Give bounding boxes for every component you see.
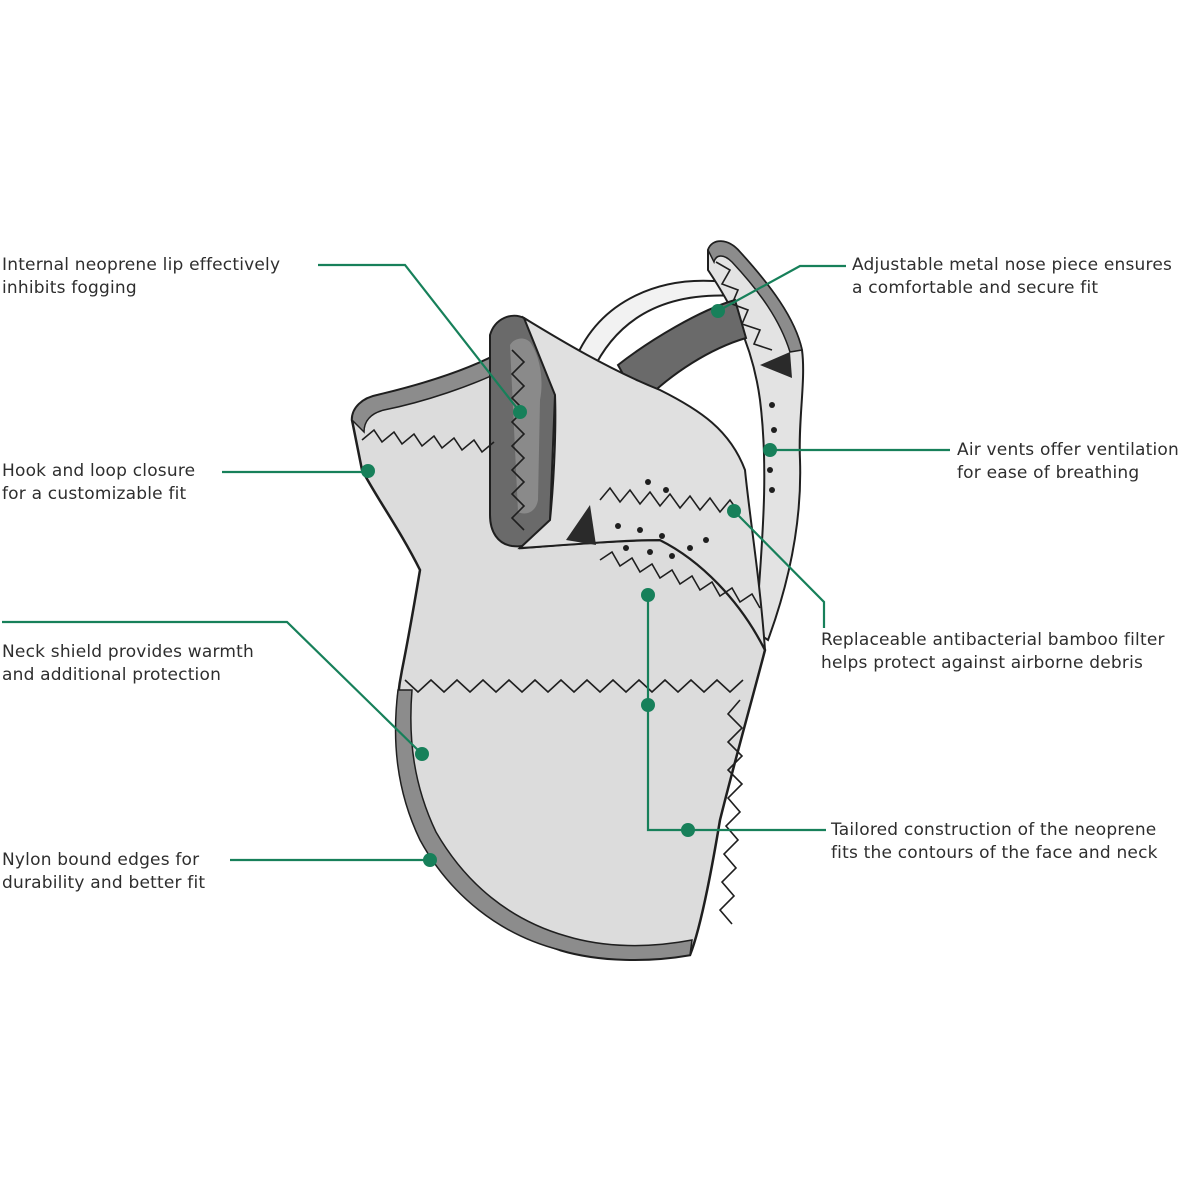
- callout-neck-shield-line-1: Neck shield provides warmth: [2, 642, 255, 662]
- callout-hook-loop: Hook and loop closure for a customizable…: [2, 460, 195, 506]
- callout-internal-lip-line-1: Internal neoprene lip effectively: [2, 255, 281, 275]
- leader-tailored: [646, 595, 826, 832]
- callout-hook-loop-line-1: Hook and loop closure: [2, 461, 196, 481]
- center-fold: [517, 315, 766, 651]
- callout-nose-piece-line-2: a comfortable and secure fit: [852, 278, 1099, 298]
- callout-nose-piece: Adjustable metal nose piece ensures a co…: [852, 254, 1172, 300]
- callout-nylon-edges: Nylon bound edges for durability and bet…: [2, 849, 205, 895]
- stitch-right-flap: [715, 261, 773, 351]
- callout-air-vents-line-1: Air vents offer ventilation: [957, 440, 1179, 460]
- leader-dots: [361, 304, 777, 867]
- stitch-top-edge: [361, 428, 495, 454]
- dark-wedge: [566, 505, 596, 545]
- stitch-horizontal: [404, 678, 744, 694]
- callout-air-vents-line-2: for ease of breathing: [957, 463, 1140, 483]
- callout-neck-shield-line-2: and additional protection: [2, 665, 222, 685]
- stitch-diagonal: [599, 486, 741, 515]
- callout-air-vents: Air vents offer ventilation for ease of …: [957, 439, 1179, 485]
- leader-neck-shield: [2, 620, 423, 755]
- dot-internal-lip: [513, 405, 527, 419]
- inner-lip-highlight: [510, 338, 542, 514]
- callout-tailored-line-1: Tailored construction of the neoprene: [831, 820, 1157, 840]
- nose-piece-bar: [616, 298, 748, 407]
- callout-bamboo-filter: Replaceable antibacterial bamboo filter …: [821, 629, 1165, 675]
- dot-bamboo-filter: [727, 504, 741, 518]
- dot-tailored-top: [641, 588, 655, 602]
- dot-nylon-edges: [423, 853, 437, 867]
- stitch-vertical-right: [718, 699, 744, 925]
- leader-internal-lip: [318, 263, 521, 413]
- callout-neck-shield: Neck shield provides warmth and addition…: [2, 641, 254, 687]
- leader-bamboo-filter: [733, 510, 826, 628]
- stitch-lower-diagonal: [599, 550, 761, 609]
- dot-nose-piece: [711, 304, 725, 318]
- leader-nose-piece: [717, 264, 846, 312]
- vent-holes: [615, 402, 777, 559]
- callout-tailored: Tailored construction of the neoprene fi…: [831, 819, 1158, 865]
- callout-bamboo-filter-line-1: Replaceable antibacterial bamboo filter: [821, 630, 1165, 650]
- callout-nylon-edges-line-1: Nylon bound edges for: [2, 850, 200, 870]
- callout-internal-lip-line-2: inhibits fogging: [2, 278, 137, 298]
- callout-bamboo-filter-line-2: helps protect against airborne debris: [821, 653, 1144, 673]
- callout-internal-lip: Internal neoprene lip effectively inhibi…: [2, 254, 280, 300]
- dot-tailored-bottom: [681, 823, 695, 837]
- stitching: [361, 261, 773, 925]
- callout-nose-piece-line-1: Adjustable metal nose piece ensures: [852, 255, 1173, 275]
- dot-hook-loop: [361, 464, 375, 478]
- dot-air-vents: [763, 443, 777, 457]
- stitch-lip: [510, 349, 526, 531]
- callout-tailored-line-2: fits the contours of the face and neck: [831, 843, 1158, 863]
- dot-tailored-mid: [641, 698, 655, 712]
- bottom-binding: [394, 689, 693, 961]
- dot-neck-shield: [415, 747, 429, 761]
- leader-lines: [2, 263, 950, 862]
- dark-notch: [760, 352, 792, 378]
- callout-hook-loop-line-2: for a customizable fit: [2, 484, 187, 504]
- callout-nylon-edges-line-2: durability and better fit: [2, 873, 206, 893]
